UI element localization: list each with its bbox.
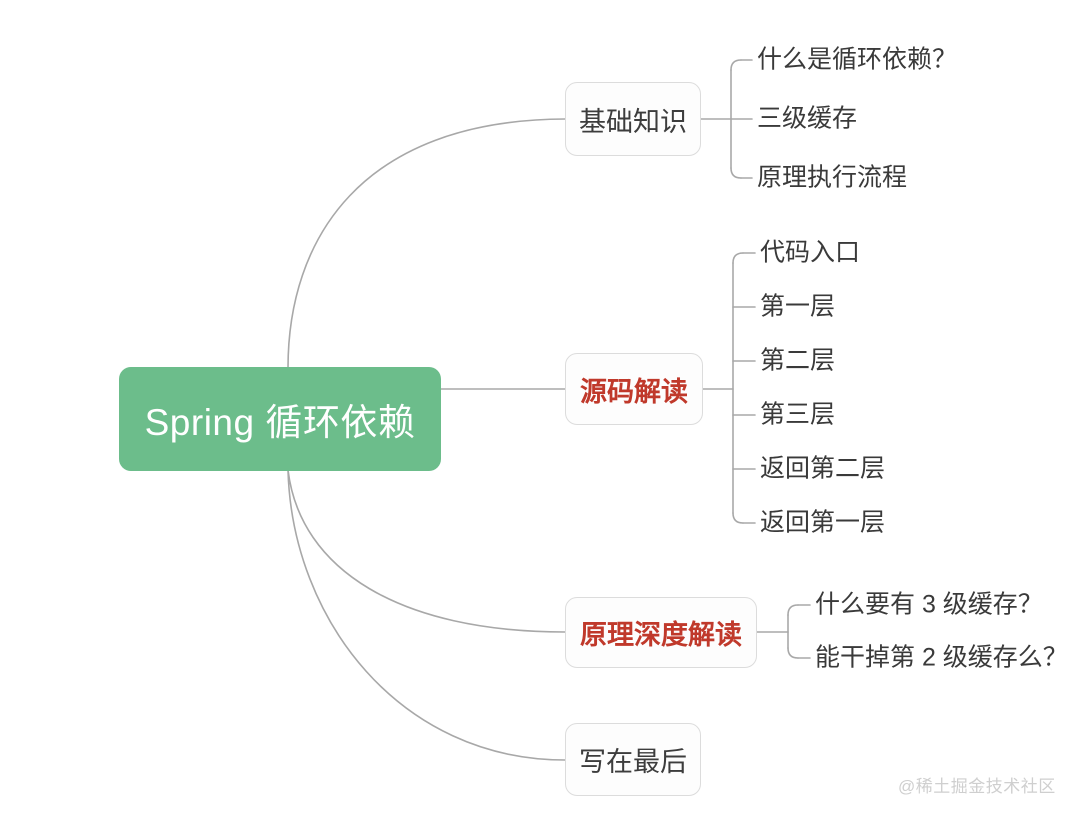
branch-node-final[interactable]: 写在最后 xyxy=(565,723,701,796)
leaf-principle-1[interactable]: 能干掉第 2 级缓存么？ xyxy=(815,643,1068,672)
leaf-principle-0[interactable]: 什么要有 3 级缓存？ xyxy=(815,590,1043,619)
leaf-source-5[interactable]: 返回第一层 xyxy=(760,508,886,537)
leaf-basics-1[interactable]: 三级缓存 xyxy=(757,104,858,133)
watermark: @稀土掘金技术社区 xyxy=(898,777,1056,796)
connector-basics-spine-cap-top xyxy=(730,59,742,71)
branch-node-source[interactable]: 源码解读 xyxy=(565,353,703,425)
branch-node-principle-label: 原理深度解读 xyxy=(580,620,742,650)
connector-source-spine-cap-bottom xyxy=(732,512,744,524)
connector-root-to-basics xyxy=(287,118,566,369)
connector-source-spine-cap-top xyxy=(732,252,744,264)
branch-node-source-label: 源码解读 xyxy=(580,376,688,407)
root-node[interactable]: Spring 循环依赖 xyxy=(119,367,441,471)
branch-node-final-label: 写在最后 xyxy=(579,747,687,777)
leaf-source-2[interactable]: 第二层 xyxy=(760,346,836,375)
connector-principle-spine-cap-top xyxy=(787,604,799,616)
leaf-basics-2[interactable]: 原理执行流程 xyxy=(757,163,908,192)
connector-root-to-final xyxy=(287,469,566,761)
leaf-source-4[interactable]: 返回第二层 xyxy=(760,454,886,483)
connector-basics-spine-cap-bottom xyxy=(730,167,742,179)
branch-node-principle[interactable]: 原理深度解读 xyxy=(565,597,757,668)
branch-node-basics[interactable]: 基础知识 xyxy=(565,82,701,156)
connector-principle-spine-cap-bottom xyxy=(787,647,799,659)
branch-node-basics-label: 基础知识 xyxy=(579,106,687,137)
leaf-source-1[interactable]: 第一层 xyxy=(760,292,836,321)
leaf-source-0[interactable]: 代码入口 xyxy=(760,238,861,267)
root-node-label: Spring 循环依赖 xyxy=(144,402,416,443)
leaf-basics-0[interactable]: 什么是循环依赖？ xyxy=(757,45,958,74)
leaf-source-3[interactable]: 第三层 xyxy=(760,400,836,429)
connector-root-to-principle xyxy=(287,469,566,633)
